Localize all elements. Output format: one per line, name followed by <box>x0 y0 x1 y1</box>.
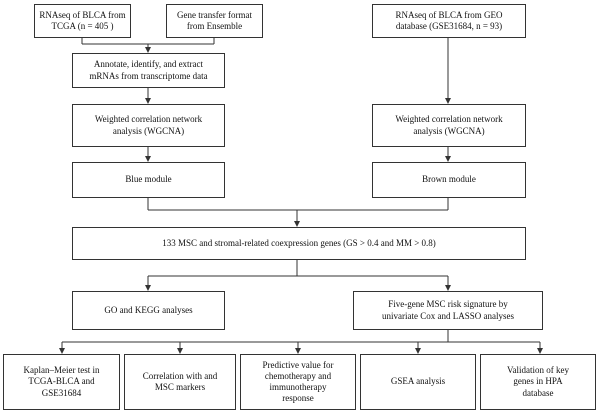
geo-label: RNAseq of BLCA from GEO database (GSE316… <box>395 9 503 31</box>
gsea-label: GSEA analysis <box>390 376 446 387</box>
km-label: Kaplan–Meier test in TCGA-BLCA and GSE31… <box>23 365 100 398</box>
wgcna-left-label: Weighted correlation network analysis (W… <box>94 114 203 136</box>
blue-module-node: Blue module <box>72 162 225 198</box>
annotate-node: Annotate, identify, and extract mRNAs fr… <box>72 53 225 88</box>
km-node: Kaplan–Meier test in TCGA-BLCA and GSE31… <box>3 354 120 410</box>
correlation-node: Correlation with and MSC markers <box>124 354 236 410</box>
gtf-label: Gene transfer format from Ensemble <box>177 9 252 31</box>
brown-module-label: Brown module <box>422 174 476 185</box>
brown-module-node: Brown module <box>372 162 526 198</box>
go-kegg-label: GO and KEGG analyses <box>104 304 193 315</box>
hpa-label: Validation of key genes in HPA database <box>507 365 569 398</box>
coexpression-node: 133 MSC and stromal-related coexpression… <box>72 227 526 260</box>
signature-node: Five-gene MSC risk signature by univaria… <box>353 291 543 330</box>
gsea-node: GSEA analysis <box>360 354 476 410</box>
wgcna-left-node: Weighted correlation network analysis (W… <box>72 104 225 147</box>
tcga-node: RNAseq of BLCA from TCGA (n = 405 ) <box>34 4 131 38</box>
gtf-node: Gene transfer format from Ensemble <box>166 4 263 38</box>
predictive-node: Predictive value for chemotherapy and im… <box>240 354 356 410</box>
signature-label: Five-gene MSC risk signature by univaria… <box>382 299 514 321</box>
coexpression-label: 133 MSC and stromal-related coexpression… <box>162 237 436 248</box>
geo-node: RNAseq of BLCA from GEO database (GSE316… <box>372 4 526 38</box>
annotate-label: Annotate, identify, and extract mRNAs fr… <box>89 59 208 81</box>
hpa-node: Validation of key genes in HPA database <box>480 354 596 410</box>
wgcna-right-node: Weighted correlation network analysis (W… <box>372 104 526 147</box>
wgcna-right-label: Weighted correlation network analysis (W… <box>395 114 503 136</box>
predictive-label: Predictive value for chemotherapy and im… <box>262 359 334 404</box>
blue-module-label: Blue module <box>125 174 172 185</box>
go-kegg-node: GO and KEGG analyses <box>72 291 225 330</box>
tcga-label: RNAseq of BLCA from TCGA (n = 405 ) <box>39 9 126 31</box>
correlation-label: Correlation with and MSC markers <box>142 370 218 392</box>
